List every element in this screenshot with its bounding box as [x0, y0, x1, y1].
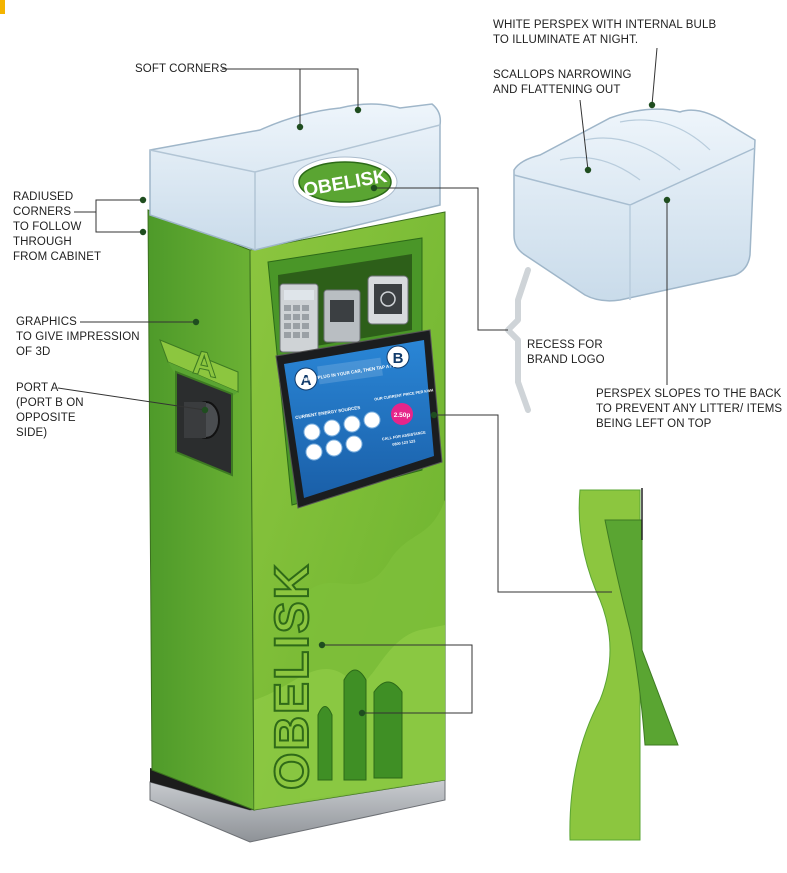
label-line: TO GIVE IMPRESSION	[16, 331, 140, 343]
label-line: AND FLATTENING OUT	[493, 84, 621, 96]
label-line: CORNERS	[13, 206, 72, 218]
recess-brace	[505, 267, 531, 413]
brand-side: OBELISK	[266, 563, 319, 790]
label-line: THROUGH	[13, 236, 72, 248]
label-perspex-slopes: PERSPEX SLOPES TO THE BACK TO PREVENT ANY…	[596, 387, 782, 432]
label-line: BEING LEFT ON TOP	[596, 418, 712, 430]
port-a-opening	[175, 370, 233, 477]
label-line: OPPOSITE	[16, 412, 76, 424]
perspex-detail	[513, 108, 756, 302]
label-line: RECESS FOR	[527, 339, 603, 351]
label-graphics-3d: GRAPHICS TO GIVE IMPRESSION OF 3D	[16, 315, 140, 360]
leader-dots	[139, 101, 671, 717]
front-arches	[317, 669, 403, 781]
label-line: GRAPHICS	[16, 316, 77, 328]
label-line: RADIUSED	[13, 191, 74, 203]
label-line: OF 3D	[16, 346, 51, 358]
screen-badge-a: A	[301, 372, 312, 389]
label-soft-corners: SOFT CORNERS	[135, 62, 227, 77]
screen-badge-b: B	[393, 350, 404, 367]
screen-phone: 0800 123 123	[392, 439, 416, 447]
label-line: WHITE PERSPEX WITH INTERNAL BULB	[493, 19, 717, 31]
screen-price: 2.50p	[394, 412, 411, 419]
label-line: SCALLOPS NARROWING	[493, 69, 632, 81]
cabinet-side	[147, 209, 255, 811]
side-profile	[569, 488, 679, 841]
label-port-a: PORT A (PORT B ON OPPOSITE SIDE)	[16, 381, 84, 441]
label-line: BRAND LOGO	[527, 354, 605, 366]
label-scallops: SCALLOPS NARROWING AND FLATTENING OUT	[493, 68, 632, 98]
brand-logo-badge	[292, 156, 398, 208]
label-line: TO PREVENT ANY LITTER/ ITEMS	[596, 403, 783, 415]
label-white-perspex: WHITE PERSPEX WITH INTERNAL BULB TO ILLUM…	[493, 18, 716, 48]
label-line: PERSPEX SLOPES TO THE BACK	[596, 388, 782, 400]
label-line: PORT A	[16, 382, 59, 394]
label-line: SOFT CORNERS	[135, 63, 228, 75]
label-line: TO ILLUMINATE AT NIGHT.	[493, 34, 639, 46]
label-line: SIDE)	[16, 427, 48, 439]
touch-screen	[275, 329, 443, 509]
leader-lines	[57, 47, 668, 714]
screen-assist: CALL FOR ASSISTANCE	[382, 431, 427, 442]
label-line: FROM CABINET	[13, 251, 102, 263]
port-letter: A	[192, 343, 217, 386]
label-line: TO FOLLOW	[13, 221, 82, 233]
label-radiused-corners: RADIUSED CORNERS TO FOLLOW THROUGH FROM CABI…	[13, 190, 101, 265]
corner-mark	[0, 0, 5, 14]
label-line: (PORT B ON	[16, 397, 84, 409]
label-recess: RECESS FOR BRAND LOGO	[527, 338, 605, 368]
